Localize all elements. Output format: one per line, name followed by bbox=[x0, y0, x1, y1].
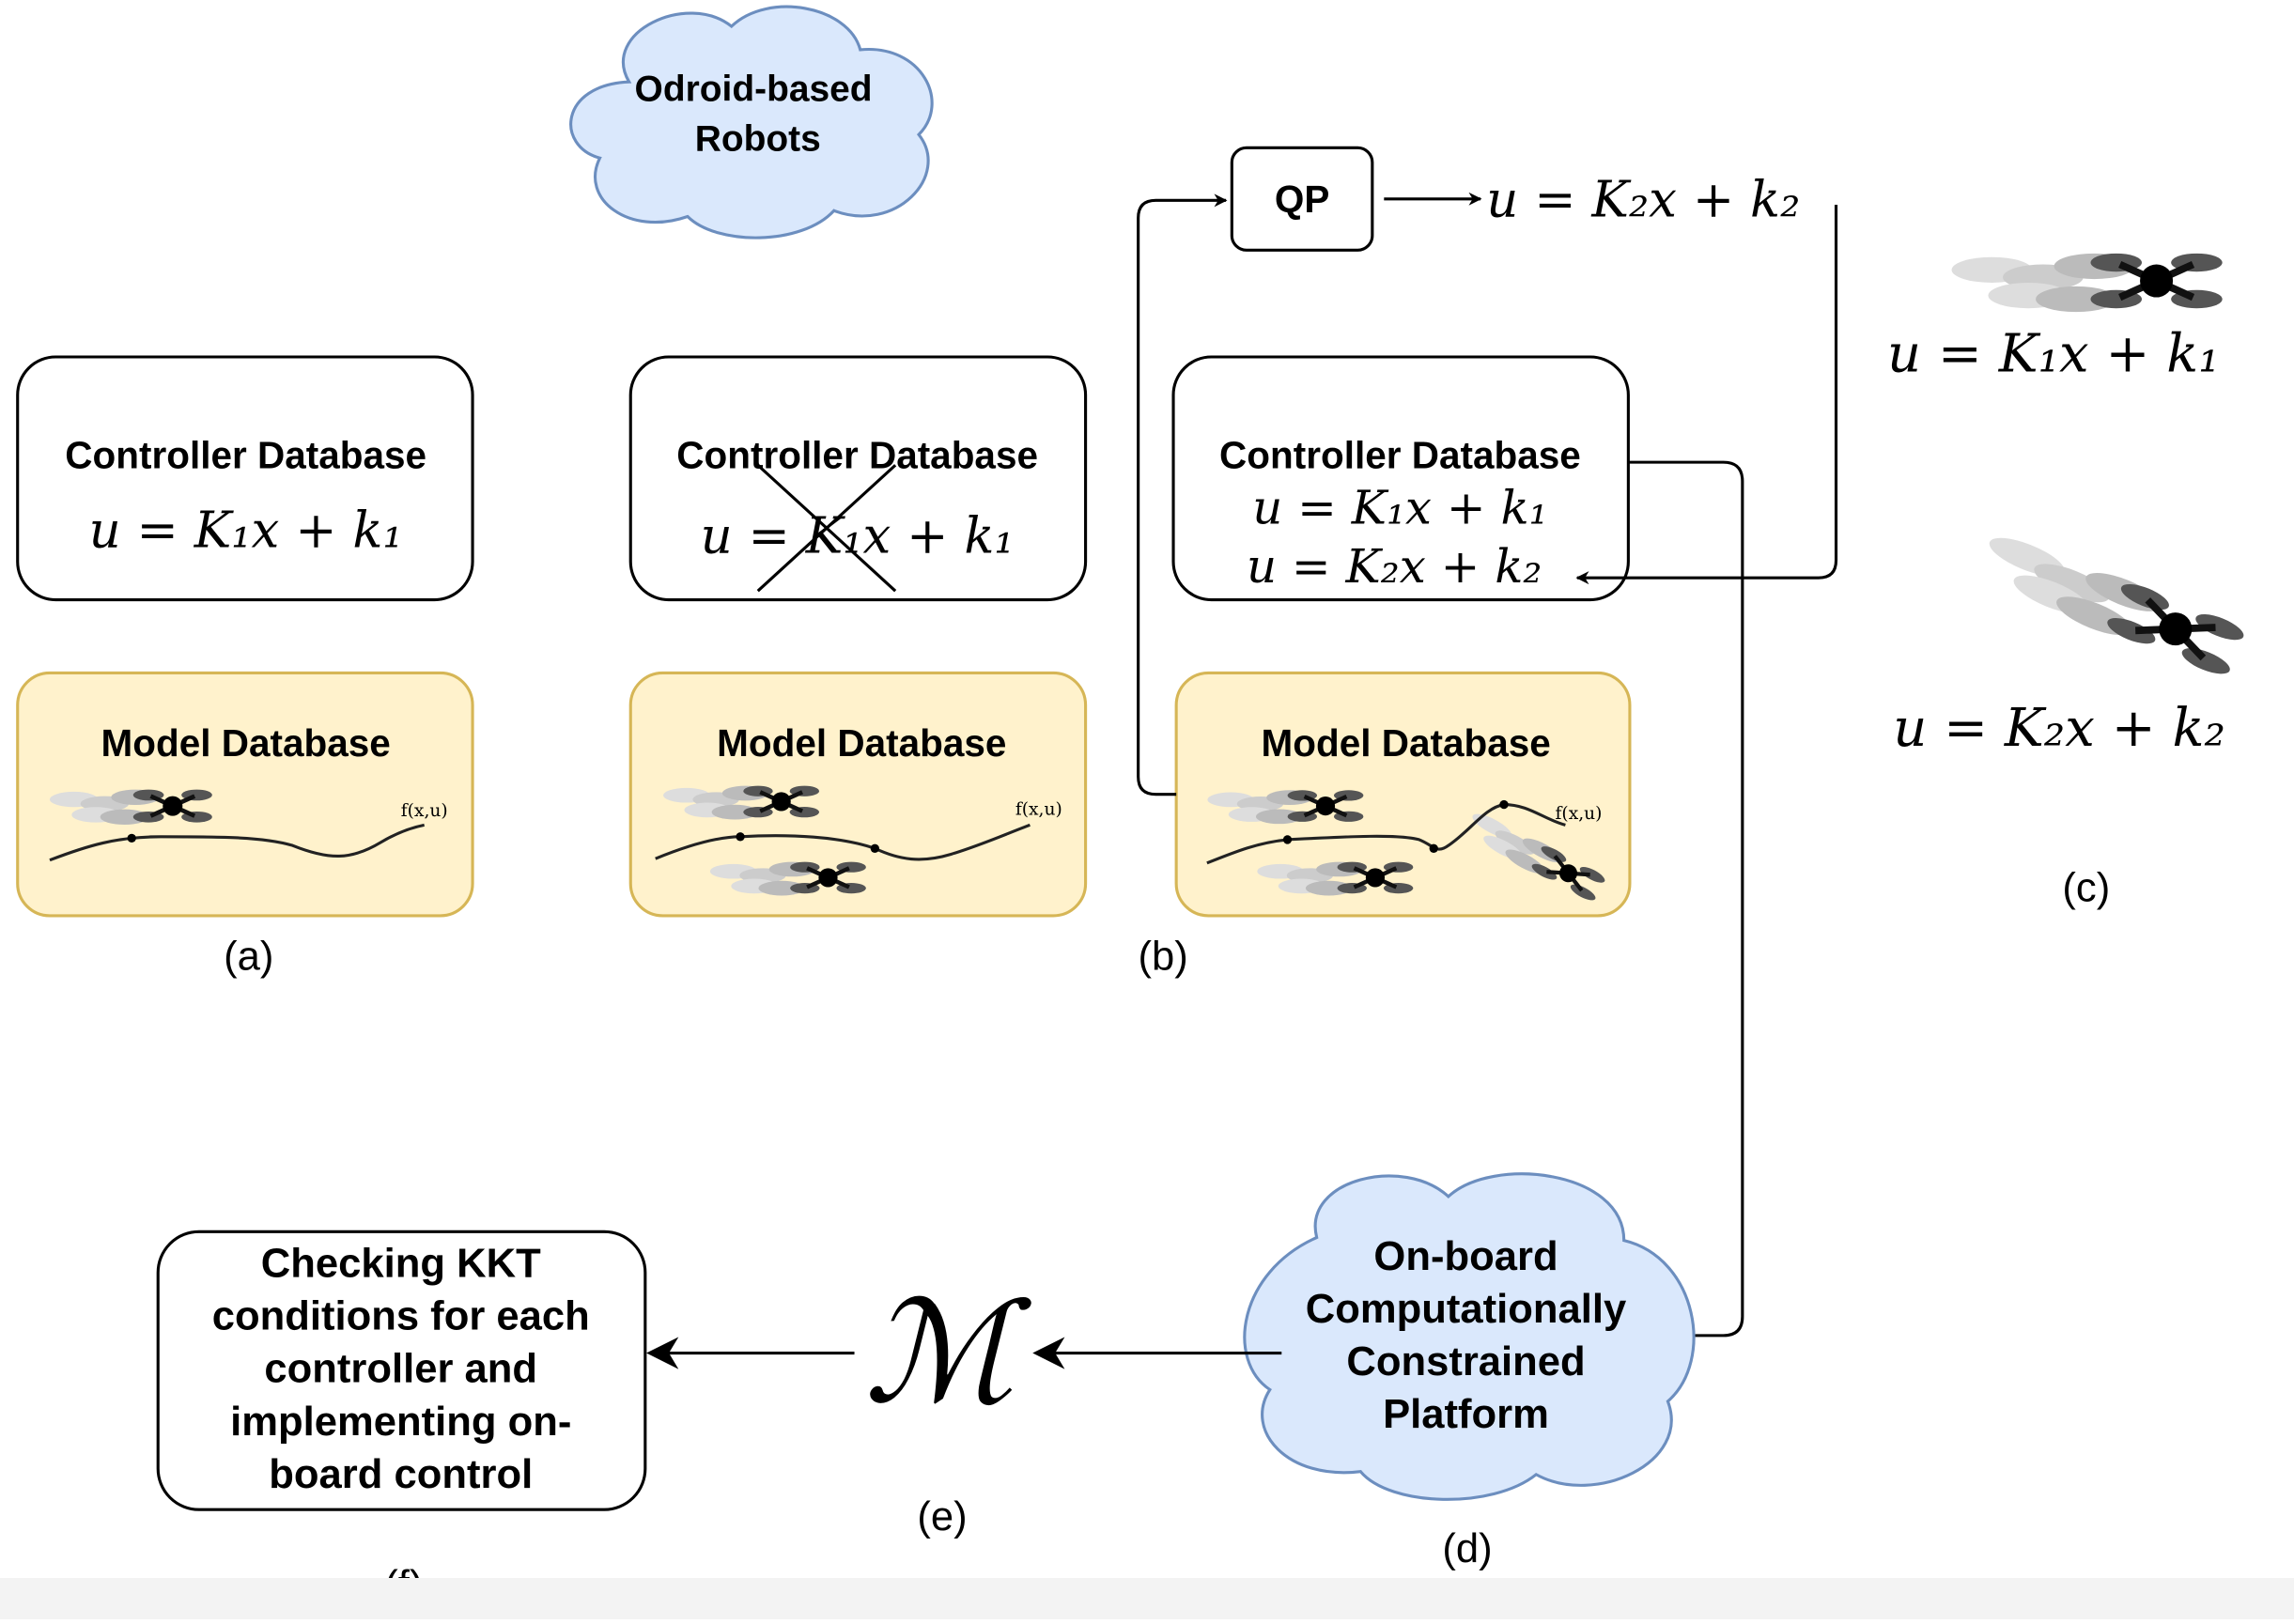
model-curve-point-b2-3 bbox=[1499, 799, 1509, 810]
kkt-line2: conditions for each bbox=[212, 1294, 590, 1339]
controller-db-eq2-b2: u = K₂x + k₂ bbox=[1247, 539, 1542, 594]
cloud-odroid-robots: Odroid-based Robots bbox=[569, 5, 934, 240]
qp-output-equation: u = K₂x + k₂ bbox=[1486, 171, 1800, 228]
bottom-strip bbox=[0, 1578, 2294, 1619]
kkt-line3: controller and bbox=[264, 1347, 537, 1392]
cloud-platform-line2: Computationally bbox=[1306, 1287, 1627, 1332]
model-db-box-a bbox=[16, 671, 474, 918]
model-db-box-b bbox=[628, 671, 1088, 918]
curve-label-b2: f(x,u) bbox=[1556, 804, 1603, 824]
model-db-title-a: Model Database bbox=[101, 721, 391, 765]
controller-db-eq-a: u = K₁x + k₁ bbox=[89, 502, 403, 559]
cloud-top-line1: Odroid-based bbox=[635, 69, 873, 109]
model-db-title-b: Model Database bbox=[717, 721, 1006, 765]
qp-node: QP bbox=[1230, 146, 1374, 252]
cross-out-mark bbox=[756, 464, 897, 593]
curve-label-a: f(x,u) bbox=[401, 801, 448, 821]
model-curve-a bbox=[49, 823, 425, 862]
panel-b-right: Controller Database u = K₁x + k₁ u = K₂x… bbox=[1171, 355, 1632, 918]
model-curve-point-b2-1 bbox=[1282, 835, 1293, 844]
cloud-platform-line3: Constrained bbox=[1346, 1339, 1585, 1384]
panel-f: Checking KKT conditions for each control… bbox=[156, 1230, 647, 1608]
panel-c-eq1: u = K₁x + k₁ bbox=[1887, 324, 2220, 385]
panel-a: Controller Database u = K₁x + k₁ Model D… bbox=[16, 355, 474, 980]
m-symbol: ℳ bbox=[864, 1272, 1032, 1435]
drone-image-c2 bbox=[1974, 526, 2246, 683]
panel-b: Controller Database u = K₁x + k₁ Model D… bbox=[628, 355, 1188, 980]
cloud-platform-line4: Platform bbox=[1383, 1392, 1549, 1437]
panel-c: u = K₁x + k₁ u = K₂x + k₂ (c) bbox=[1887, 254, 2247, 910]
model-curve-point-b2-2 bbox=[1429, 843, 1438, 853]
panel-c-eq2: u = K₂x + k₂ bbox=[1893, 698, 2225, 759]
drone-image-c1 bbox=[1951, 254, 2223, 312]
kkt-box bbox=[156, 1230, 647, 1511]
controller-db-box-a bbox=[16, 355, 474, 602]
caption-e: (e) bbox=[917, 1494, 967, 1539]
panel-d: On-board Computationally Constrained Pla… bbox=[1243, 1172, 1696, 1571]
qp-label: QP bbox=[1275, 178, 1330, 221]
arrow-controller-to-platform bbox=[1628, 460, 1744, 1342]
model-curve-point-b1 bbox=[736, 832, 745, 842]
caption-c: (c) bbox=[2062, 865, 2110, 910]
cloud-top-line2: Robots bbox=[695, 118, 821, 159]
caption-d: (d) bbox=[1442, 1526, 1492, 1571]
controller-db-title-b: Controller Database bbox=[676, 433, 1038, 476]
cloud-platform-shape bbox=[1243, 1172, 1696, 1501]
cloud-platform-line1: On-board bbox=[1373, 1234, 1558, 1279]
controller-db-title-b2: Controller Database bbox=[1219, 433, 1581, 476]
caption-a: (a) bbox=[224, 935, 273, 980]
model-curve-point-b2 bbox=[870, 843, 880, 853]
kkt-line1: Checking KKT bbox=[261, 1242, 541, 1287]
qp-box bbox=[1230, 146, 1374, 252]
panel-e: ℳ (e) bbox=[864, 1272, 1032, 1539]
controller-db-box-b2 bbox=[1171, 355, 1630, 602]
arrow-output-to-controller bbox=[1575, 205, 1838, 585]
controller-db-title-a: Controller Database bbox=[65, 433, 426, 476]
kkt-line5: board control bbox=[269, 1452, 533, 1497]
kkt-line4: implementing on- bbox=[230, 1400, 571, 1445]
curve-label-b: f(x,u) bbox=[1015, 799, 1062, 819]
controller-db-eq1-b2: u = K₁x + k₁ bbox=[1252, 481, 1547, 535]
model-db-title-b2: Model Database bbox=[1262, 721, 1551, 765]
caption-b: (b) bbox=[1138, 935, 1187, 980]
cloud-shape bbox=[569, 5, 934, 240]
arrow-model-to-qp bbox=[1137, 193, 1228, 797]
controller-db-box-b bbox=[628, 355, 1088, 602]
model-curve-point-a bbox=[127, 833, 136, 843]
